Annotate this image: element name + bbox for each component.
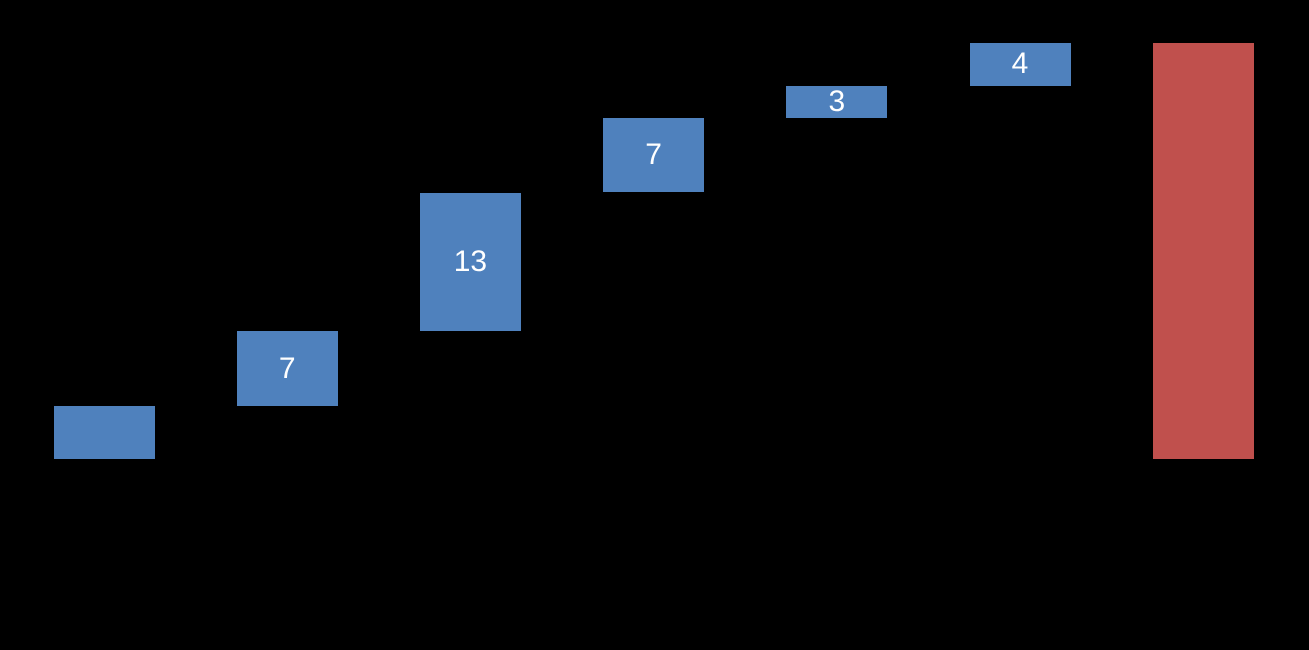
bar-value-label: 13 <box>453 244 488 278</box>
bar-value-label: 4 <box>1011 47 1029 81</box>
waterfall-increase-bar: 13 <box>419 192 521 332</box>
bar-value-label: 3 <box>828 84 846 118</box>
waterfall-increase-bar: 7 <box>603 117 705 193</box>
waterfall-increase-bar: 7 <box>236 331 338 407</box>
waterfall-total-bar <box>1152 42 1254 460</box>
bar-value-label: 7 <box>278 351 296 385</box>
bar-value-label: 7 <box>645 138 662 172</box>
waterfall-increase-bar: 4 <box>969 42 1071 86</box>
waterfall-increase-bar <box>53 406 155 460</box>
waterfall-increase-bar: 3 <box>786 84 888 118</box>
